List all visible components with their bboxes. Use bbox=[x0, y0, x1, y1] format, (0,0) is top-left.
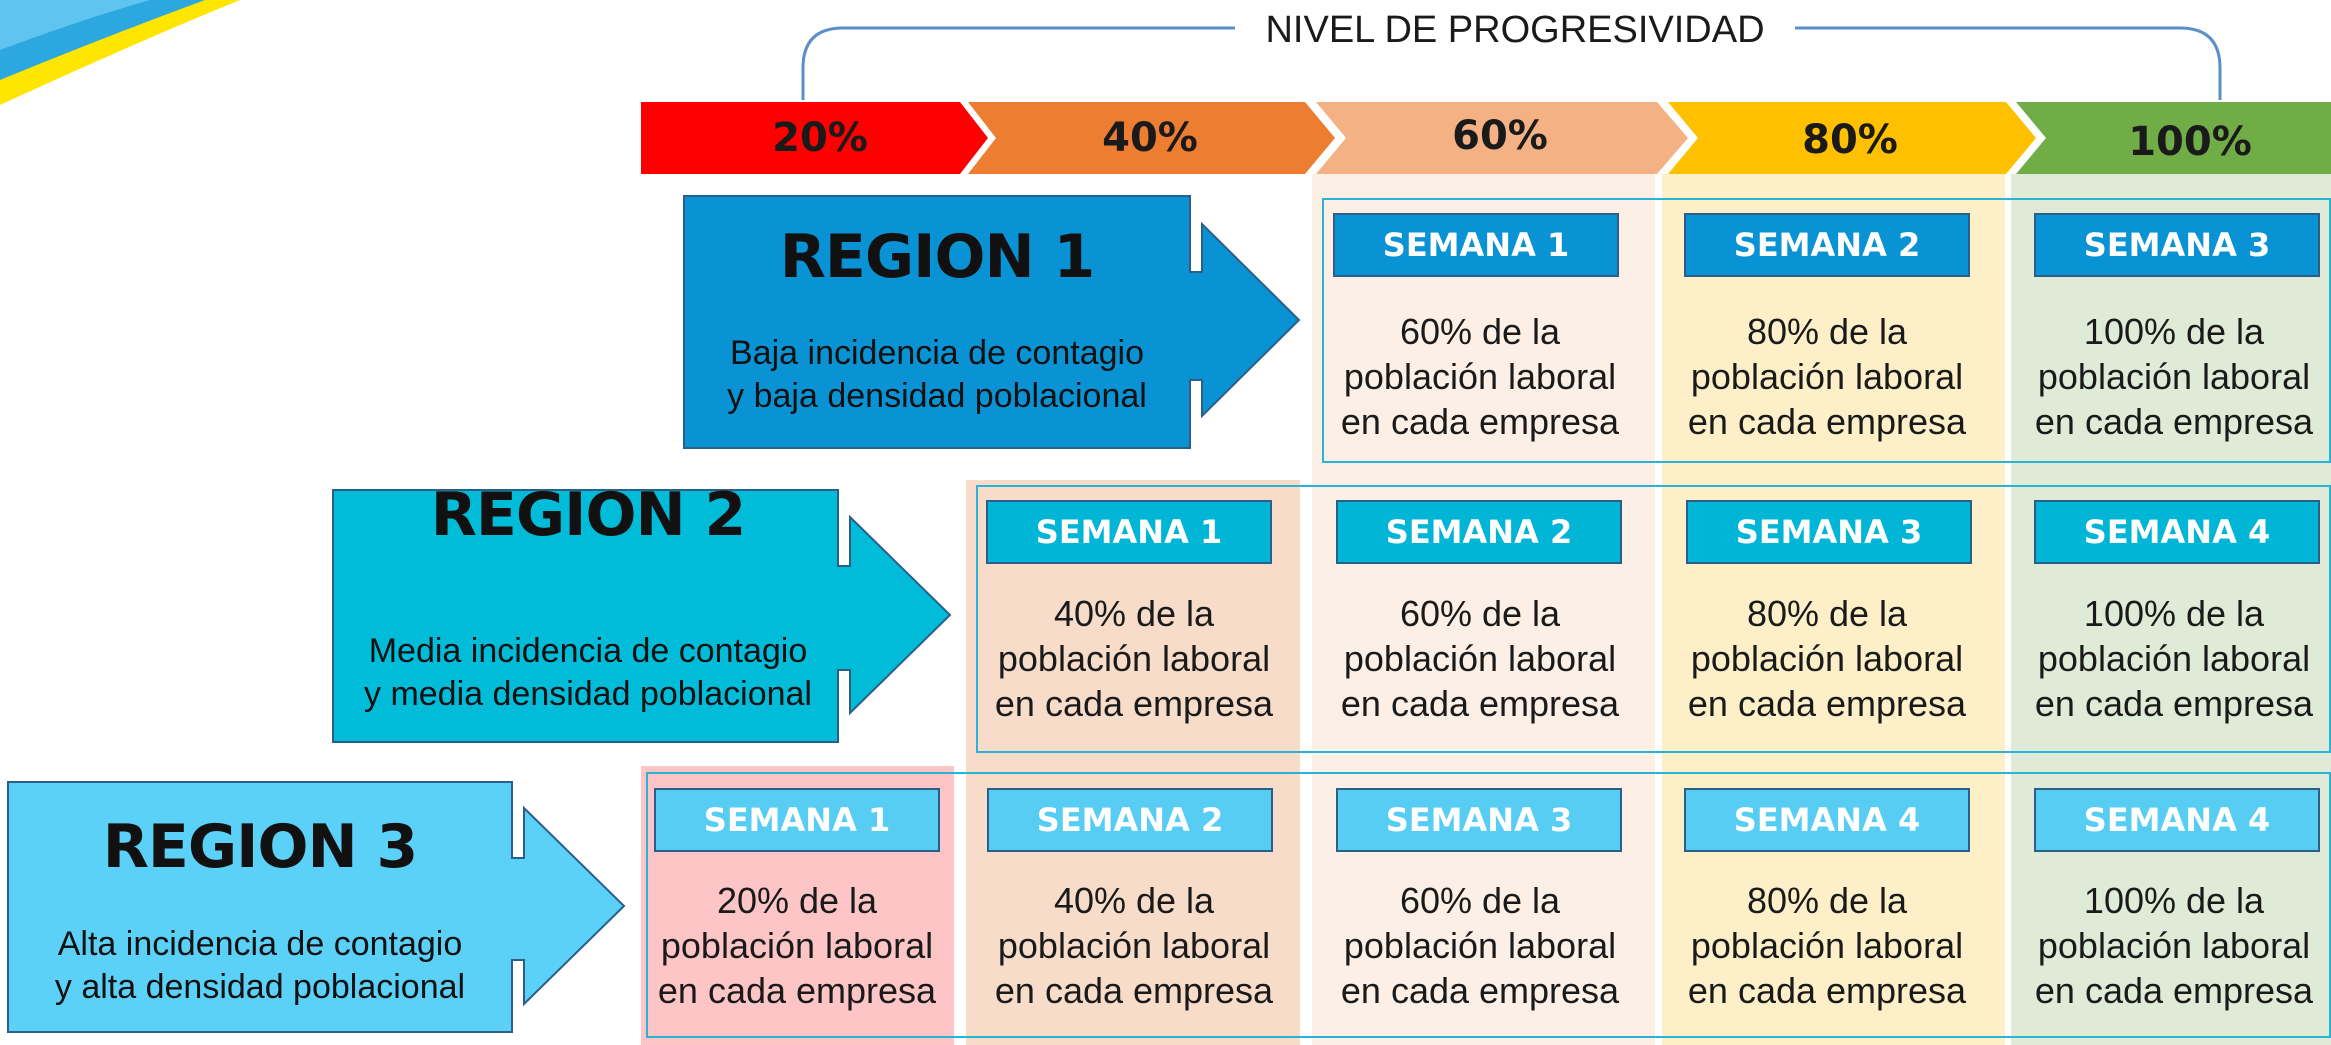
region-2-week-2-line2: población laboral bbox=[1343, 638, 1617, 679]
corner-decoration bbox=[0, 0, 240, 105]
region-1-week-2-header: SEMANA 2 bbox=[1684, 213, 1970, 277]
region-2-arrow bbox=[332, 489, 952, 743]
region-2-week-4-header: SEMANA 4 bbox=[2034, 500, 2320, 564]
region-1-week-1-line1: 60% de la bbox=[1399, 311, 1561, 352]
region-3-week-5-line2: población laboral bbox=[2037, 925, 2311, 966]
region-3-description-line2: y alta densidad poblacional bbox=[54, 968, 466, 1006]
region-2-week-3-line1: 80% de la bbox=[1746, 593, 1908, 634]
region-1-description-line1: Baja incidencia de contagio bbox=[730, 334, 1144, 372]
region-1-weeks-row bbox=[1322, 198, 2331, 463]
region-2-week-4-text: 100% de la población laboral en cada emp… bbox=[2014, 591, 2331, 726]
level-label-60: 60% bbox=[1452, 113, 1548, 159]
chevron-60 bbox=[1316, 102, 1688, 174]
column-tint-60 bbox=[1312, 174, 1655, 1045]
region-1-week-1-header: SEMANA 1 bbox=[1333, 213, 1619, 277]
region-3-week-4-text: 80% de la población laboral en cada empr… bbox=[1667, 878, 1987, 1013]
region-1-week-2-line1: 80% de la bbox=[1746, 311, 1908, 352]
region-2-week-2-header: SEMANA 2 bbox=[1336, 500, 1622, 564]
region-3-week-4-line1: 80% de la bbox=[1746, 880, 1908, 921]
region-3-week-4-line3: en cada empresa bbox=[1687, 970, 1967, 1011]
region-2-title: REGION 2 bbox=[430, 480, 747, 550]
region-3-week-2-line3: en cada empresa bbox=[994, 970, 1274, 1011]
region-3-week-4-line2: población laboral bbox=[1690, 925, 1964, 966]
level-label-100: 100% bbox=[2128, 119, 2252, 165]
level-label-40: 40% bbox=[1102, 115, 1198, 161]
region-1-week-3-line1: 100% de la bbox=[2083, 311, 2265, 352]
region-3-week-3-line2: población laboral bbox=[1343, 925, 1617, 966]
chevron-20 bbox=[641, 102, 988, 174]
column-tint-80 bbox=[1662, 174, 2005, 1045]
region-2-week-4-line3: en cada empresa bbox=[2034, 683, 2314, 724]
region-3-week-2-header: SEMANA 2 bbox=[987, 788, 1273, 852]
region-2-week-2-text: 60% de la población laboral en cada empr… bbox=[1320, 591, 1640, 726]
region-1-description-line2: y baja densidad poblacional bbox=[727, 377, 1147, 415]
region-3-title: REGION 3 bbox=[102, 812, 419, 882]
region-3-arrow bbox=[7, 781, 626, 1033]
region-3-week-2-text: 40% de la población laboral en cada empr… bbox=[974, 878, 1294, 1013]
region-3-week-5-line1: 100% de la bbox=[2083, 880, 2265, 921]
chevron-40 bbox=[968, 102, 1335, 174]
region-3-week-2-line1: 40% de la bbox=[1053, 880, 1215, 921]
region-1-week-2-text: 80% de la población laboral en cada empr… bbox=[1667, 309, 1987, 444]
region-3-week-1-line2: población laboral bbox=[660, 925, 934, 966]
region-3-week-3-header: SEMANA 3 bbox=[1336, 788, 1622, 852]
region-1-week-3-line3: en cada empresa bbox=[2034, 401, 2314, 442]
region-3-week-5-line3: en cada empresa bbox=[2034, 970, 2314, 1011]
level-label-20: 20% bbox=[772, 115, 868, 161]
region-2-weeks-row bbox=[976, 485, 2331, 753]
region-3-week-3-text: 60% de la población laboral en cada empr… bbox=[1320, 878, 1640, 1013]
chevron-80 bbox=[1668, 102, 2036, 174]
region-2-week-1-text: 40% de la población laboral en cada empr… bbox=[974, 591, 1294, 726]
region-1-week-2-line2: población laboral bbox=[1690, 356, 1964, 397]
region-3-weeks-row bbox=[646, 772, 2331, 1038]
region-3-week-3-line1: 60% de la bbox=[1399, 880, 1561, 921]
progression-title: NIVEL DE PROGRESIVIDAD bbox=[1235, 4, 1795, 56]
region-2-week-3-line3: en cada empresa bbox=[1687, 683, 1967, 724]
chevron-100 bbox=[2016, 102, 2331, 174]
region-2-week-1-line3: en cada empresa bbox=[994, 683, 1274, 724]
region-3-week-1-header: SEMANA 1 bbox=[654, 788, 940, 852]
region-1-week-1-line3: en cada empresa bbox=[1340, 401, 1620, 442]
region-2-week-4-line1: 100% de la bbox=[2083, 593, 2265, 634]
region-3-week-1-line1: 20% de la bbox=[716, 880, 878, 921]
region-3-week-2-line2: población laboral bbox=[997, 925, 1271, 966]
level-label-80: 80% bbox=[1802, 117, 1898, 163]
region-3-description-line1: Alta incidencia de contagio bbox=[57, 925, 463, 963]
region-1-arrow bbox=[683, 195, 1301, 449]
level-chevrons bbox=[641, 102, 2331, 174]
region-2-week-4-line2: población laboral bbox=[2037, 638, 2311, 679]
region-3-week-3-line3: en cada empresa bbox=[1340, 970, 1620, 1011]
region-3-week-5-text: 100% de la población laboral en cada emp… bbox=[2014, 878, 2331, 1013]
column-tint-40 bbox=[966, 480, 1300, 1045]
region-2-week-2-line3: en cada empresa bbox=[1340, 683, 1620, 724]
region-1-title: REGION 1 bbox=[779, 222, 1096, 292]
region-1-week-1-text: 60% de la población laboral en cada empr… bbox=[1320, 309, 1640, 444]
region-3-week-5-header: SEMANA 4 bbox=[2034, 788, 2320, 852]
region-2-description-line1: Media incidencia de contagio bbox=[368, 632, 808, 670]
region-1-week-3-text: 100% de la población laboral en cada emp… bbox=[2014, 309, 2331, 444]
region-2-week-2-line1: 60% de la bbox=[1399, 593, 1561, 634]
region-2-week-1-header: SEMANA 1 bbox=[986, 500, 1272, 564]
region-1-week-3-header: SEMANA 3 bbox=[2034, 213, 2320, 277]
region-2-week-1-line2: población laboral bbox=[997, 638, 1271, 679]
region-3-week-4-header: SEMANA 4 bbox=[1684, 788, 1970, 852]
region-2-description-line2: y media densidad poblacional bbox=[364, 675, 812, 713]
region-3-week-1-text: 20% de la población laboral en cada empr… bbox=[637, 878, 957, 1013]
region-2-week-1-line1: 40% de la bbox=[1053, 593, 1215, 634]
column-tint-100 bbox=[2011, 174, 2331, 1045]
region-2-week-3-line2: población laboral bbox=[1690, 638, 1964, 679]
region-1-week-3-line2: población laboral bbox=[2037, 356, 2311, 397]
region-2-week-3-text: 80% de la población laboral en cada empr… bbox=[1667, 591, 1987, 726]
region-1-week-2-line3: en cada empresa bbox=[1687, 401, 1967, 442]
region-3-week-1-line3: en cada empresa bbox=[657, 970, 937, 1011]
region-2-week-3-header: SEMANA 3 bbox=[1686, 500, 1972, 564]
region-1-week-1-line2: población laboral bbox=[1343, 356, 1617, 397]
